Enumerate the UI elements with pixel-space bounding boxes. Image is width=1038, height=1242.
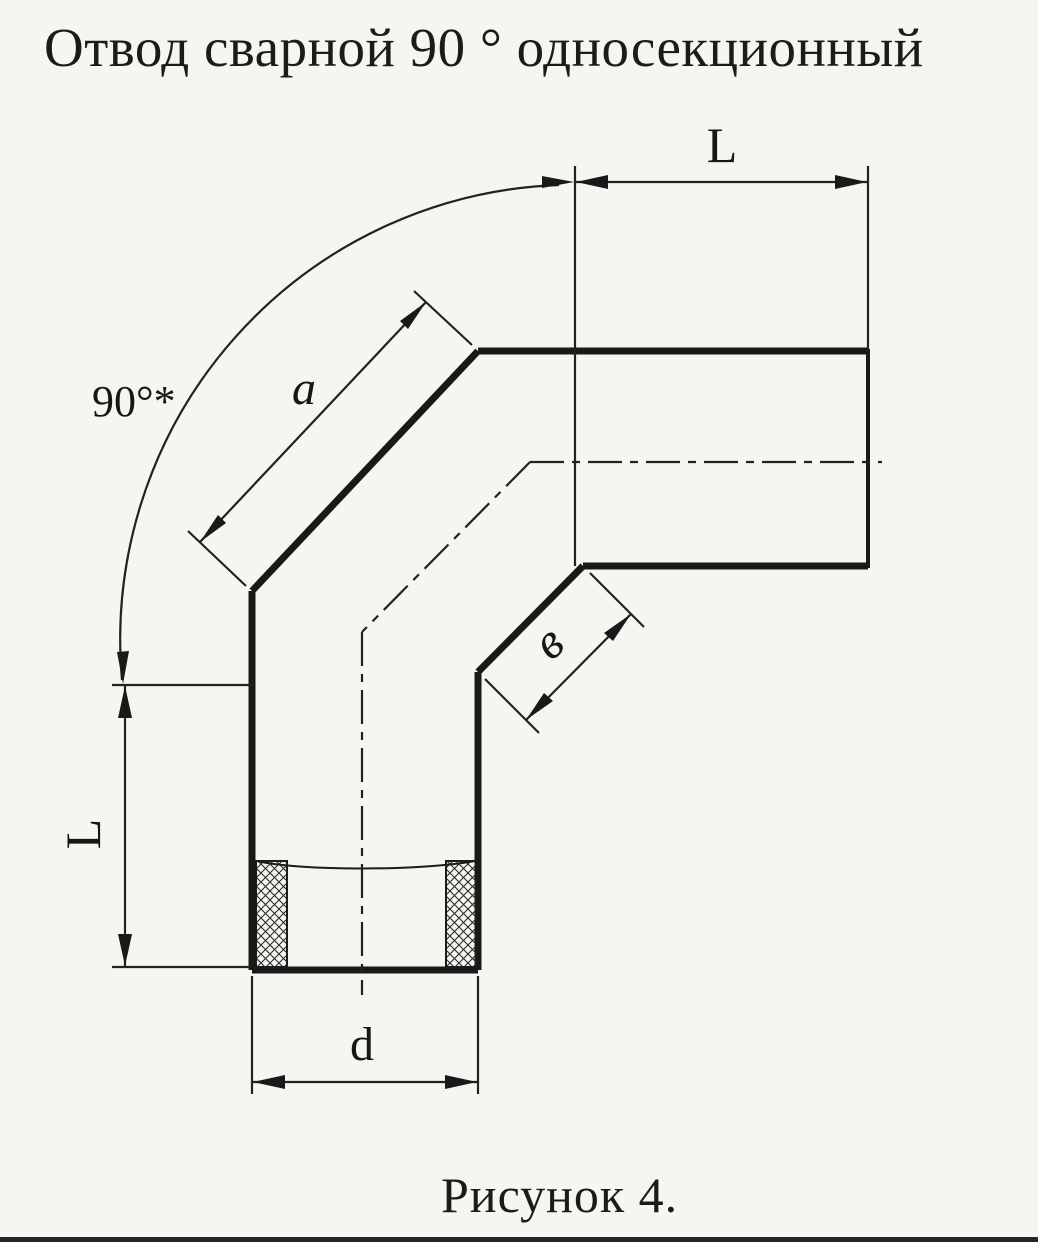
extension-line-v-upper: [589, 572, 645, 628]
label-angle-90: 90°*: [92, 377, 176, 426]
figure-caption: Рисунок 4.: [441, 1167, 679, 1223]
arrowhead-a-lower: [200, 515, 226, 542]
centerline-diagonal: [361, 461, 531, 633]
socket-hatch-left: [255, 860, 288, 968]
arrowhead-v-lower: [526, 693, 553, 720]
extension-line-a-lower: [187, 530, 247, 587]
lower-miter-weld-line: [475, 563, 586, 675]
extension-line-a-upper: [413, 290, 473, 346]
arrowhead-L-left-top: [118, 686, 132, 718]
drawing-title: Отвод сварной 90 ° односекционный: [44, 17, 924, 78]
upper-miter-weld-line: [249, 348, 481, 594]
arrowhead-v-upper: [604, 614, 631, 641]
arrowhead-d-left: [253, 1075, 285, 1089]
arrowhead-d-right: [445, 1075, 477, 1089]
socket-hatch-right: [445, 860, 478, 968]
scan-edge-bottom: [0, 1237, 1038, 1242]
label-d: d: [350, 1018, 374, 1071]
centerline-group: [360, 460, 882, 995]
label-a: a: [292, 362, 316, 415]
arrowhead-L-top-right: [835, 175, 867, 189]
arrowhead-a-upper: [400, 302, 426, 329]
label-L-left: L: [55, 819, 111, 850]
arrowhead-L-left-bottom: [118, 934, 132, 966]
arrowhead-L-top-left: [576, 175, 608, 189]
dimension-line-group: [112, 166, 870, 1094]
socket-group: [255, 860, 478, 968]
extension-line-v-lower: [484, 678, 540, 734]
socket-top-line: [256, 860, 476, 870]
arrowhead-arc-top: [542, 176, 574, 188]
arrowhead-arc-bottom: [117, 651, 129, 684]
arrowhead-group: [117, 175, 867, 1089]
label-v: в: [522, 613, 575, 670]
label-L-top: L: [707, 117, 738, 173]
dimension-line-a: [199, 301, 427, 543]
angle-arc: [119, 183, 560, 681]
